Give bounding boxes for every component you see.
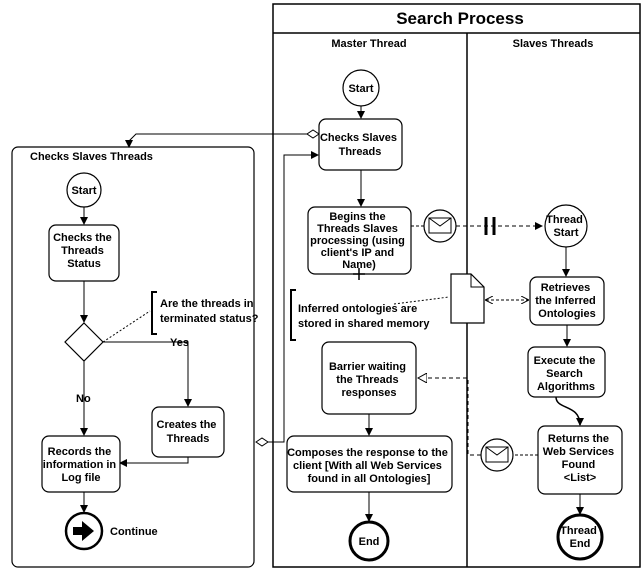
label-line: Threads Slaves (317, 223, 398, 235)
lane-slaves-title: Slaves Threads (513, 38, 594, 50)
label-yes: Yes (170, 337, 189, 349)
label-line: the Inferred (535, 295, 596, 307)
message-flow-to-barrier (418, 378, 481, 456)
label-line: Log file (61, 472, 100, 484)
note-bracket (290, 289, 296, 341)
label-line: processing (using (310, 235, 405, 247)
continue-label: Continue (110, 526, 158, 538)
label-line: terminated status? (160, 313, 259, 325)
task-create-threads-label: Creates the Threads (157, 419, 220, 445)
break-marker-icon (484, 217, 496, 235)
task-retrieve-ontologies-label: Retrieves the Inferred Ontologies (535, 282, 599, 320)
subprocess-title: Checks Slaves Threads (30, 151, 153, 163)
pool-title: Search Process (396, 9, 524, 28)
master-start-label: Start (348, 83, 373, 95)
label-line: Start (553, 227, 578, 239)
master-end-label: End (359, 536, 380, 548)
label-line: Records the (48, 446, 112, 458)
label-line: found in all Ontologies] (308, 473, 431, 485)
data-object-shared-memory[interactable] (450, 273, 485, 324)
association-subprocess-to-check-slaves (255, 151, 319, 447)
task-check-threads-status-label: Checks the Threads Status (53, 232, 115, 270)
annotation-association (102, 310, 151, 343)
note-inferred-ontologies: Inferred ontologies are stored in shared… (298, 303, 430, 330)
label-line: Status (67, 258, 101, 270)
label-line: Algorithms (537, 381, 595, 393)
thread-end-label: Thread End (560, 525, 600, 550)
label-line: responses (341, 387, 396, 399)
data-object-fold (470, 274, 484, 288)
task-record-log[interactable] (41, 435, 121, 493)
label-line: Begins the (329, 211, 385, 223)
arrow-right-icon (73, 521, 94, 541)
label-line: Barrier waiting (329, 361, 406, 373)
task-begin-processing-label: Begins the Threads Slaves processing (us… (310, 211, 408, 271)
label-line: Found (562, 459, 596, 471)
master-end-event[interactable] (348, 520, 390, 562)
flow-yes (103, 341, 192, 407)
task-execute-search[interactable] (527, 346, 606, 398)
label-line: Threads (339, 146, 382, 158)
envelope-flap (428, 217, 452, 227)
flow-create-to-record (119, 457, 189, 467)
label-line: Thread (546, 214, 583, 226)
task-check-slaves-threads[interactable] (318, 118, 403, 171)
subprocess-plus-icon (353, 268, 365, 280)
label-line: Retrieves (541, 282, 591, 294)
task-execute-search-label: Execute the Search Algorithms (534, 355, 599, 393)
label-line: Checks Slaves (320, 132, 397, 144)
label-line: client [With all Web Services (293, 460, 442, 472)
task-compose-response-label: Composes the response to the client [Wit… (287, 447, 451, 485)
label-line: Creates the (157, 419, 217, 431)
subprocess-start-label: Start (71, 185, 96, 197)
envelope-flap (485, 446, 509, 456)
label-line: Composes the response to the (287, 447, 448, 459)
label-line: Execute the (534, 355, 596, 367)
flow-execute-to-returns (555, 396, 584, 426)
label-line: Search (546, 368, 583, 380)
label-line: the Threads (336, 374, 398, 386)
thread-start-event[interactable] (544, 204, 588, 248)
label-line: Web Services (543, 446, 614, 458)
annotation-bracket (151, 291, 157, 335)
label-line: End (570, 538, 591, 550)
label-no: No (76, 393, 91, 405)
label-line: information in (43, 459, 117, 471)
task-check-slaves-threads-label: Checks Slaves Threads (320, 132, 400, 158)
label-line: Inferred ontologies are (298, 303, 417, 315)
label-line: Threads (167, 433, 210, 445)
task-create-threads[interactable] (151, 406, 225, 458)
gateway-threads-terminated[interactable] (64, 322, 104, 362)
task-record-log-label: Records the information in Log file (43, 446, 119, 484)
label-line: Threads (61, 245, 104, 257)
label-line: Ontologies (538, 308, 595, 320)
subprocess-frame (11, 146, 255, 568)
label-line: <List> (564, 472, 596, 484)
label-line: Returns the (548, 433, 609, 445)
note-association (393, 296, 450, 305)
label-line: Checks the (53, 232, 112, 244)
thread-start-label: Thread Start (546, 214, 586, 239)
annotation-question: Are the threads in terminated status? (160, 298, 259, 325)
task-barrier-wait-label: Barrier waiting the Threads responses (329, 361, 409, 399)
task-return-services-label: Returns the Web Services Found <List> (543, 433, 617, 484)
label-line: Name) (342, 259, 376, 271)
lane-master-title: Master Thread (331, 38, 406, 50)
association-check-slaves-to-subprocess (125, 129, 320, 148)
label-line: stored in shared memory (298, 318, 430, 330)
label-line: Are the threads in (160, 298, 254, 310)
label-line: client's IP and (321, 247, 394, 259)
thread-end-event[interactable] (556, 513, 604, 561)
label-line: Thread (560, 525, 597, 537)
